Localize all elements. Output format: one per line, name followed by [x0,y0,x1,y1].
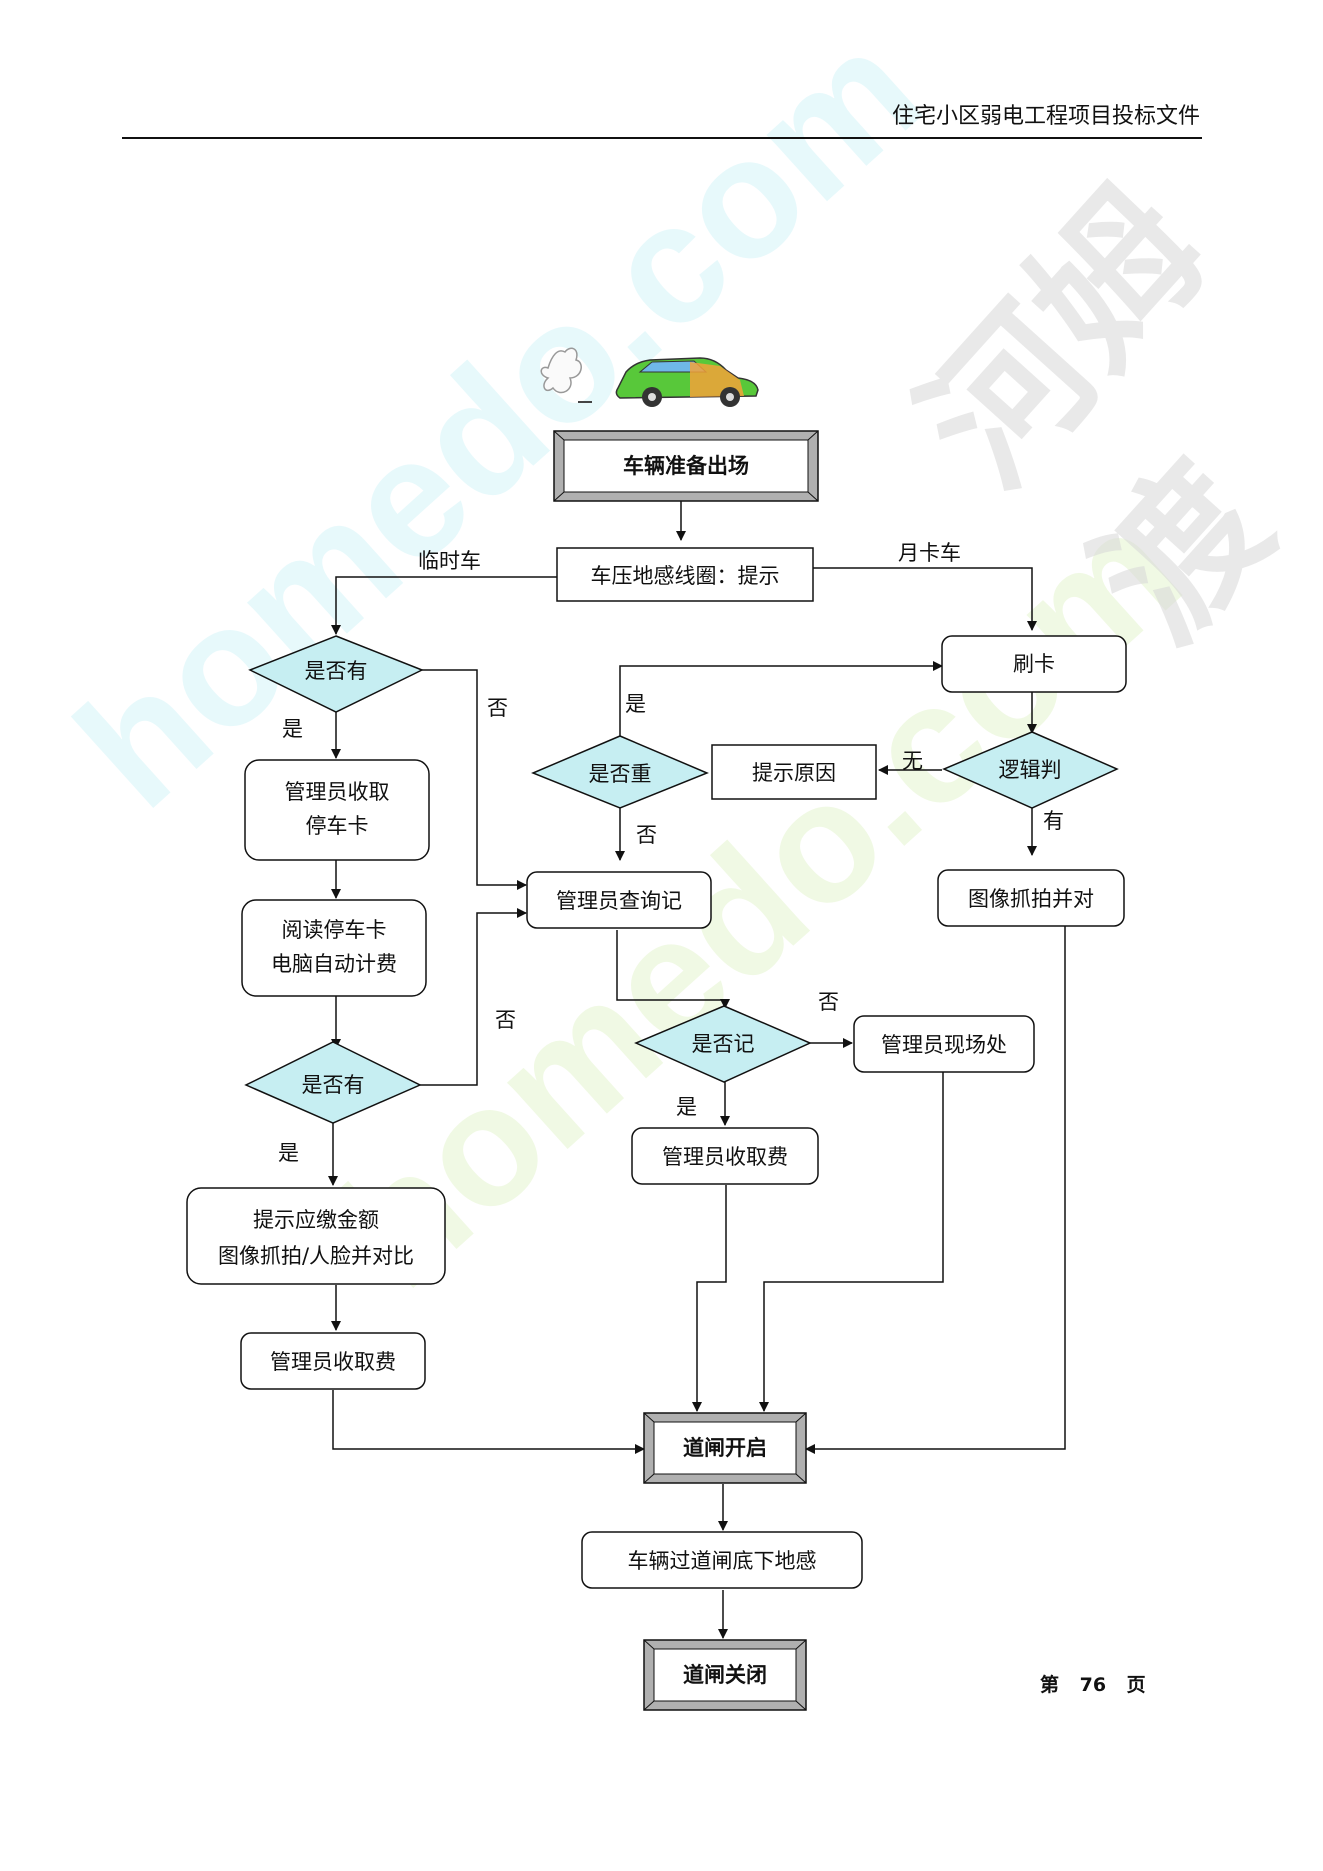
read-card-label-1: 阅读停车卡 [282,918,387,942]
pass-label: 车辆过道闸底下地感 [628,1549,817,1573]
header-title: 住宅小区弱电工程项目投标文件 [891,104,1200,129]
reason-node [711,744,877,800]
has-card-1-label: 是否有 [305,659,368,683]
edge-label-month-car: 月卡车 [898,541,961,565]
has-card-2-diamond [244,1041,422,1124]
flow-edges [328,500,1066,1639]
repeat-label: 是否重 [589,762,652,786]
fee-mid-node [631,1127,819,1185]
onsite-node [853,1015,1035,1073]
read-card-label-2: 电脑自动计费 [271,952,397,976]
edge-label-no-repeat: 否 [636,823,657,847]
header-rule [122,137,1202,139]
has-card-1-diamond [248,635,424,713]
recorded-diamond [634,1005,812,1083]
start-node: 车辆准备出场 [553,430,819,502]
fee-left-node [240,1332,426,1390]
collect-card-label-1: 管理员收取 [285,780,390,804]
page-number: 第 76 页 [1040,1674,1146,1696]
edge-label-temp-car: 临时车 [418,549,481,573]
edge-label-yes-recorded: 是 [676,1095,697,1119]
sensor-node [556,547,814,602]
recorded-label: 是否记 [692,1032,755,1056]
logic-diamond [942,731,1119,809]
amount-label-1: 提示应缴金额 [253,1208,379,1232]
car-icon [540,347,759,407]
capture-node [937,869,1125,927]
swipe-label: 刷卡 [1013,652,1055,676]
edge-label-no-recorded: 否 [818,990,839,1014]
logic-label: 逻辑判 [999,758,1062,782]
reason-label: 提示原因 [752,761,836,785]
gate-close-label: 道闸关闭 [683,1663,767,1687]
edge-label-none: 无 [902,749,923,773]
edge-label-yes-2: 是 [278,1141,299,1165]
collect-card-node [244,759,430,861]
swipe-node [941,635,1127,693]
query-node [526,871,712,929]
query-label: 管理员查询记 [556,889,682,913]
gate-open-label: 道闸开启 [683,1436,767,1460]
edge-label-yes-repeat: 是 [625,692,646,716]
edge-label-no-1: 否 [487,696,508,720]
amount-label-2: 图像抓拍/人脸并对比 [218,1244,414,1268]
capture-label: 图像抓拍并对 [968,887,1094,911]
gate-open-node: 道闸开启 [643,1412,807,1484]
edge-label-have: 有 [1043,809,1064,833]
read-card-node [241,899,427,997]
onsite-label: 管理员现场处 [881,1033,1007,1057]
pass-node [581,1531,863,1589]
has-card-2-label: 是否有 [302,1073,365,1097]
edge-label-no-2: 否 [495,1008,516,1032]
fee-left-label: 管理员收取费 [270,1350,396,1374]
repeat-diamond [531,735,709,809]
fee-mid-label: 管理员收取费 [662,1145,788,1169]
gate-close-node: 道闸关闭 [643,1639,807,1711]
start-label: 车辆准备出场 [623,454,749,478]
sensor-label: 车压地感线圈：提示 [591,564,780,588]
edge-label-yes-1: 是 [282,717,303,741]
amount-node [186,1187,446,1285]
collect-card-label-2: 停车卡 [306,814,369,838]
